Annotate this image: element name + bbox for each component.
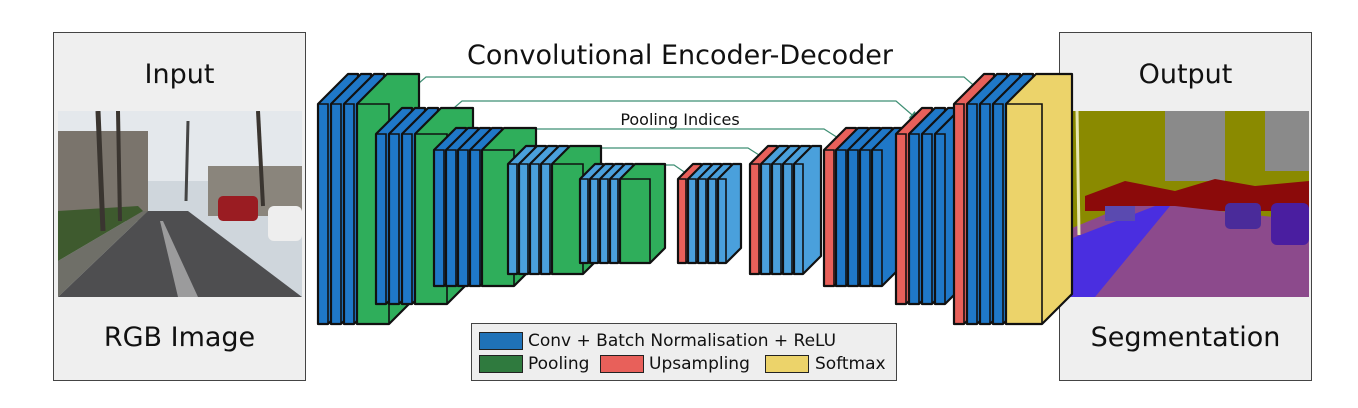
output-title: Output bbox=[1138, 59, 1233, 90]
pooling-index-arrow bbox=[499, 128, 848, 144]
softmax-layer bbox=[1004, 72, 1074, 326]
layer-blocks bbox=[316, 72, 1074, 326]
legend-softmax-swatch bbox=[765, 355, 809, 373]
pooling-layer bbox=[618, 162, 667, 265]
conv-layer bbox=[716, 162, 743, 265]
legend-pooling-swatch bbox=[479, 355, 523, 373]
conv-layer bbox=[792, 144, 823, 276]
legend-conv-label: Conv + Batch Normalisation + ReLU bbox=[528, 331, 837, 351]
output-image bbox=[1065, 111, 1309, 297]
output-panel: Output Segmentation bbox=[1059, 32, 1312, 381]
input-panel: Input RGB Image bbox=[53, 32, 306, 381]
input-caption: RGB Image bbox=[103, 322, 256, 353]
diagram-title: Convolutional Encoder-Decoder bbox=[467, 40, 893, 71]
pooling-index-arrow bbox=[403, 76, 987, 97]
legend-conv-swatch bbox=[479, 332, 523, 350]
legend-pooling-label: Pooling bbox=[528, 354, 590, 374]
legend-softmax-label: Softmax bbox=[815, 354, 886, 374]
input-image bbox=[58, 111, 302, 297]
input-title: Input bbox=[144, 59, 215, 90]
output-caption: Segmentation bbox=[1090, 322, 1281, 353]
legend: Conv + Batch Normalisation + ReLU Poolin… bbox=[471, 323, 897, 381]
legend-upsampling-label: Upsampling bbox=[649, 354, 750, 374]
pooling-indices-label: Pooling Indices bbox=[620, 110, 740, 129]
legend-upsampling-swatch bbox=[600, 355, 644, 373]
